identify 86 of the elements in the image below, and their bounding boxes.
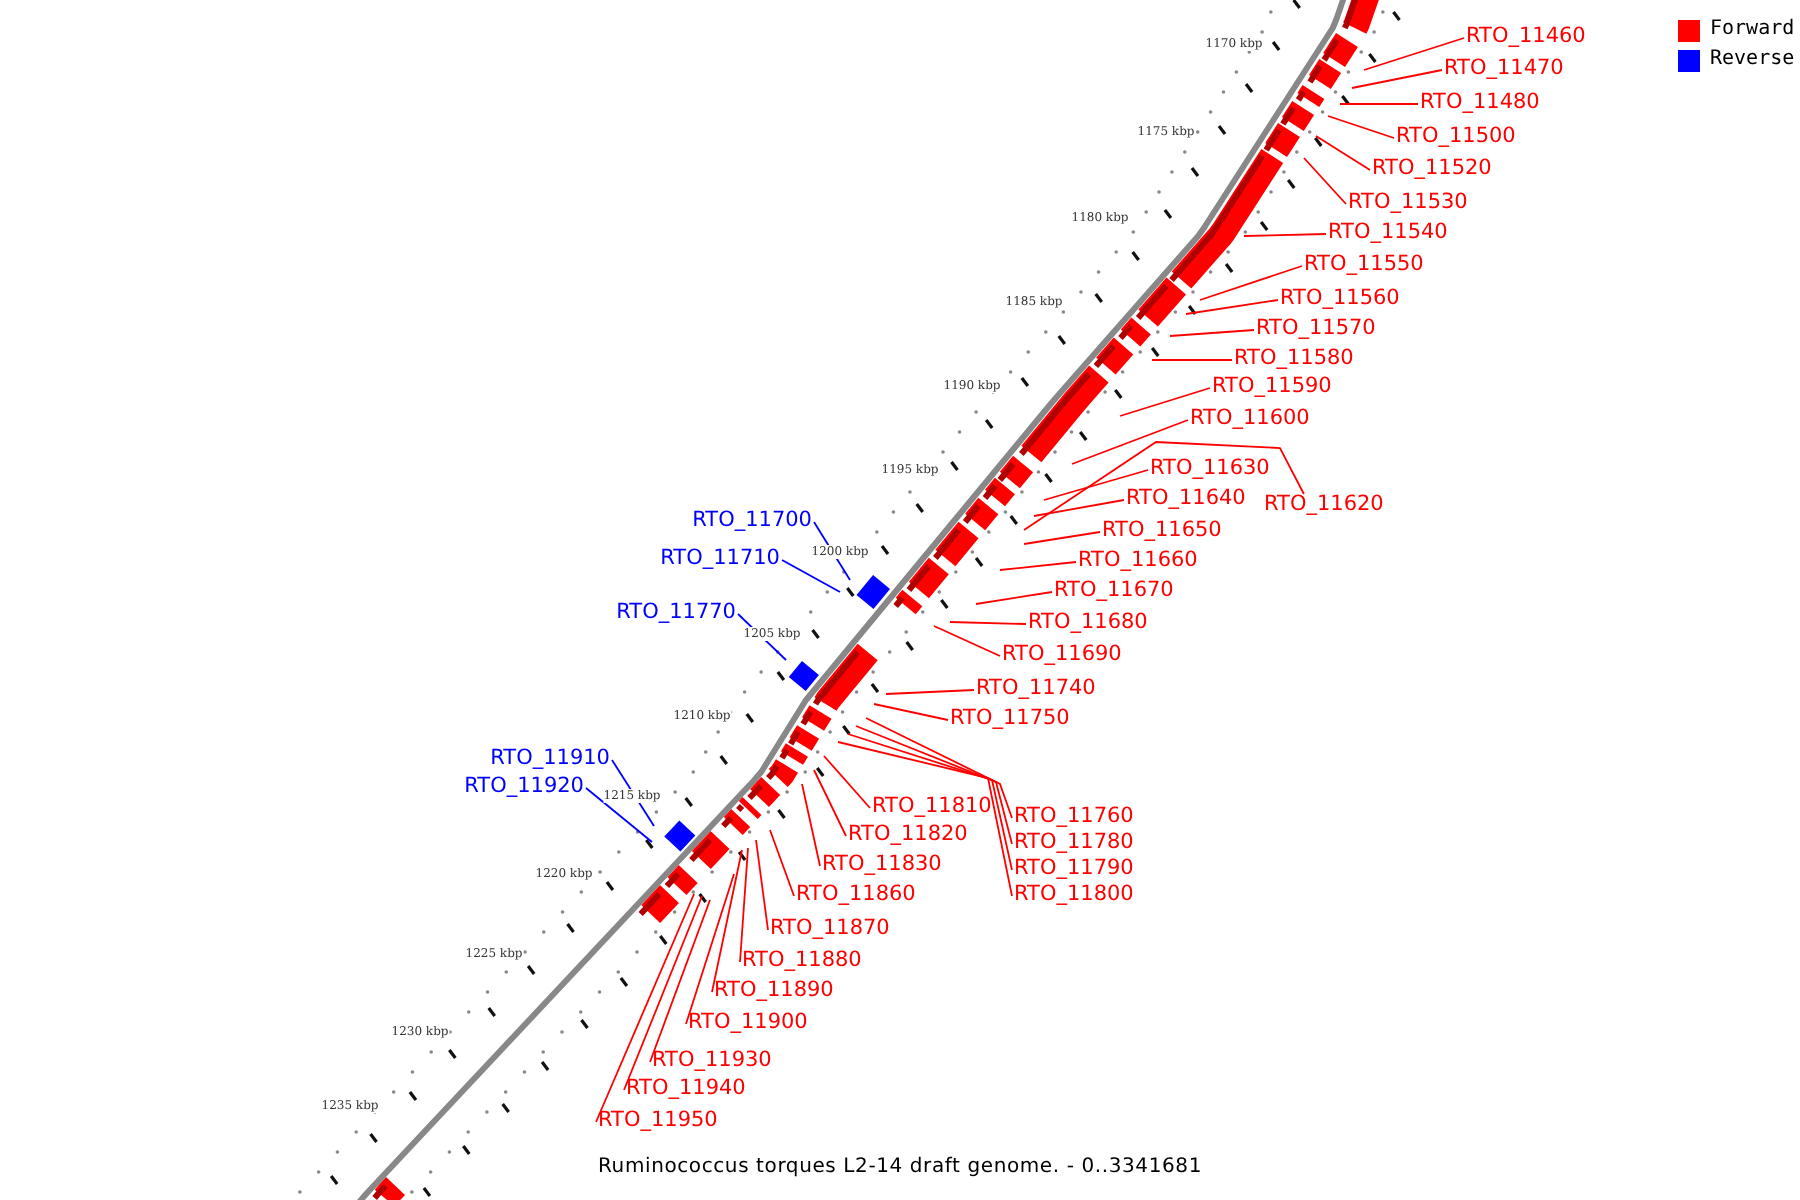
gene-label: RTO_11620 — [1264, 492, 1384, 518]
gene-label: RTO_11790 — [1014, 856, 1134, 882]
gene-label: RTO_11590 — [1212, 374, 1332, 400]
leader-line — [999, 561, 1077, 571]
leader-line — [801, 783, 821, 867]
leader-line — [885, 689, 975, 695]
leader-line — [685, 873, 735, 1025]
leader-line — [585, 787, 653, 843]
gene-label: RTO_11650 — [1102, 518, 1222, 544]
leader-line — [1303, 157, 1347, 205]
gene-label: RTO_11800 — [1014, 882, 1134, 908]
leader-line — [595, 893, 695, 1123]
gene-label: RTO_11950 — [598, 1108, 718, 1134]
leader-line — [711, 849, 743, 993]
leader-line — [1169, 329, 1255, 337]
gene-label: RTO_11660 — [1078, 548, 1198, 574]
gene-label: RTO_11740 — [976, 676, 1096, 702]
caption: Ruminococcus torques L2-14 draft genome. - 0..3341681 — [598, 1156, 1202, 1178]
leader-line — [823, 755, 871, 809]
gene-label: RTO_11550 — [1304, 252, 1424, 278]
leader-line — [1023, 531, 1101, 545]
gene-label: RTO_11500 — [1396, 124, 1516, 150]
gene-label: RTO_11910 — [490, 746, 610, 772]
gene-label: RTO_11830 — [822, 852, 942, 878]
gene-label: RTO_11520 — [1372, 156, 1492, 182]
gene-label: RTO_11870 — [770, 916, 890, 942]
gene-label: RTO_11880 — [742, 948, 862, 974]
leader-line — [975, 591, 1053, 605]
gene-label: RTO_11570 — [1256, 316, 1376, 342]
leader-line — [1339, 103, 1419, 105]
leader-line — [1023, 441, 1305, 531]
gene-label: RTO_11890 — [714, 978, 834, 1004]
gene-label: RTO_11470 — [1444, 56, 1564, 82]
gene-label: RTO_11670 — [1054, 578, 1174, 604]
leader-line — [949, 621, 1027, 625]
leader-line — [1151, 359, 1233, 361]
leader-line — [865, 717, 1013, 819]
gene-label: RTO_11540 — [1328, 220, 1448, 246]
leader-line — [837, 741, 1013, 897]
leader-line — [769, 829, 795, 897]
gene-label: RTO_11640 — [1126, 486, 1246, 512]
gene-label: RTO_11480 — [1420, 90, 1540, 116]
leader-line — [781, 559, 841, 593]
leader-line — [847, 733, 1013, 871]
gene-label: RTO_11760 — [1014, 804, 1134, 830]
gene-label: RTO_11690 — [1002, 642, 1122, 668]
gene-label: RTO_11930 — [652, 1048, 772, 1074]
leader-line — [1243, 233, 1327, 237]
gene-label: RTO_11700 — [692, 508, 812, 534]
legend-label: Forward — [1710, 18, 1795, 42]
leader-line — [873, 703, 949, 721]
gene-label: RTO_11780 — [1014, 830, 1134, 856]
leader-line — [755, 839, 769, 931]
gene-label: RTO_11460 — [1466, 24, 1586, 50]
gene-label: RTO_11920 — [464, 774, 584, 800]
leader-line — [1327, 115, 1395, 139]
gene-label: RTO_11810 — [872, 794, 992, 820]
gene-label: RTO_11770 — [616, 600, 736, 626]
leader-line — [1351, 69, 1443, 89]
legend-label: Reverse — [1710, 48, 1795, 72]
leader-line — [1363, 37, 1465, 71]
leader-line — [813, 769, 847, 837]
gene-label: RTO_11630 — [1150, 456, 1270, 482]
gene-label: RTO_11860 — [796, 882, 916, 908]
gene-label: RTO_11710 — [660, 546, 780, 572]
leader-line — [623, 895, 703, 1091]
gene-label: RTO_11820 — [848, 822, 968, 848]
leader-line — [933, 625, 1001, 657]
gene-label: RTO_11750 — [950, 706, 1070, 732]
gene-label: RTO_11600 — [1190, 406, 1310, 432]
gene-label: RTO_11580 — [1234, 346, 1354, 372]
gene-label: RTO_11530 — [1348, 190, 1468, 216]
leader-line — [1071, 419, 1189, 465]
leader-line — [739, 847, 749, 963]
leader-line — [1119, 387, 1211, 417]
leader-line — [1315, 135, 1371, 171]
gene-label: RTO_11680 — [1028, 610, 1148, 636]
leader-line — [649, 899, 711, 1063]
leader-line — [1185, 299, 1279, 315]
leader-line — [1033, 499, 1125, 517]
gene-label: RTO_11900 — [688, 1010, 808, 1036]
leader-line — [855, 725, 1013, 845]
gene-label: RTO_11940 — [626, 1076, 746, 1102]
gene-label: RTO_11560 — [1280, 286, 1400, 312]
leader-line — [1199, 265, 1303, 301]
leader-line — [1043, 469, 1149, 501]
